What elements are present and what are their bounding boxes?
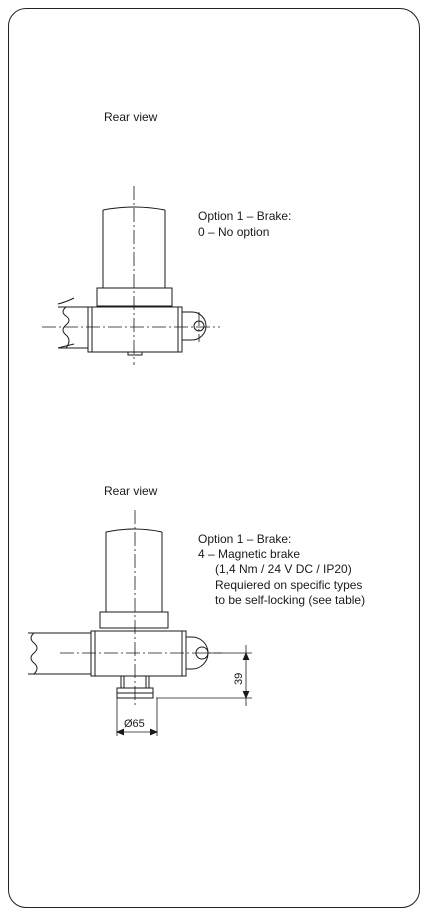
view1-option-value: 0 – No option (198, 225, 270, 239)
view2-spec-line: (1,4 Nm / 24 V DC / IP20) (215, 562, 352, 576)
view2-note-line1: Requiered on specific types (215, 578, 363, 592)
view2-motor-drawing (28, 528, 209, 699)
view1-motor-drawing (57, 206, 207, 356)
view2-height-dimension (156, 645, 252, 706)
drawing-frame (8, 8, 420, 908)
view2-diameter-dimension (115, 698, 159, 736)
view1-option-heading: Option 1 – Brake: (198, 209, 292, 223)
view1-title: Rear view (104, 110, 158, 124)
view2-height-value: 39 (233, 673, 245, 685)
view2-option-value: 4 – Magnetic brake (198, 547, 301, 561)
view2-note-line2: to be self-locking (see table) (215, 593, 366, 607)
view2-title: Rear view (104, 484, 158, 498)
view2-diameter-value: Ø65 (124, 718, 145, 730)
view2-option-heading: Option 1 – Brake: (198, 532, 292, 546)
